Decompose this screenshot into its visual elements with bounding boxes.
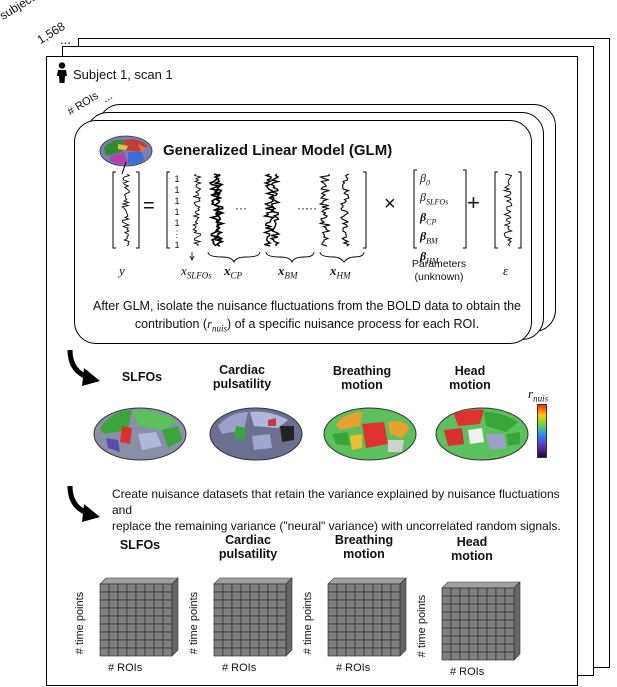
label-y: y xyxy=(119,263,125,278)
equals-sign: = xyxy=(143,195,155,217)
regressor-braces xyxy=(189,251,365,264)
regressor-trace xyxy=(339,173,351,247)
brain-label-slfos: SLFOs xyxy=(121,370,163,384)
times-sign: × xyxy=(384,193,396,215)
axis-rois-3: # ROIs xyxy=(336,662,371,674)
axis-rois-4: # ROIs xyxy=(450,666,485,678)
params-list: β0 βSLFOs βCP βBM βHM xyxy=(420,171,449,265)
cube-grid-breathing xyxy=(327,577,407,657)
nuisance-description: Create nuisance datasets that retain the… xyxy=(112,487,561,533)
label-x-hm: xHM xyxy=(330,263,351,281)
axis-time-1: # time points xyxy=(74,591,87,655)
ellipsis-glyph: ··· xyxy=(235,201,247,215)
brain-map-breathing xyxy=(323,407,417,461)
brain-pointer-line xyxy=(121,161,127,175)
cube-grid-cardiac xyxy=(213,577,293,657)
regressor-trace xyxy=(192,173,203,247)
label-x-bm: xBM xyxy=(278,263,298,281)
subjects-stack-label: # subjects x scans xyxy=(0,0,79,28)
brain-map-head xyxy=(435,407,529,461)
label-x-cp: xCP xyxy=(224,263,243,281)
label-epsilon: ε xyxy=(503,263,509,278)
curved-arrow-1 xyxy=(67,349,100,386)
grid-label-slfos: SLFOs xyxy=(119,538,161,552)
glm-title: Generalized Linear Model (GLM) xyxy=(163,142,393,159)
regressor-trace xyxy=(269,173,281,247)
axis-time-3: # time points xyxy=(302,591,315,655)
person-icon xyxy=(57,62,67,83)
regressor-signals: ········· xyxy=(192,173,351,247)
glm-description: After GLM, isolate the nuisance fluctuat… xyxy=(92,299,521,334)
subject-title: Subject 1, scan 1 xyxy=(73,67,173,82)
params-bracket xyxy=(413,169,467,249)
glm-box xyxy=(74,120,532,344)
params-label: Parameters(unknown) xyxy=(411,258,467,283)
brain-map-cardiac xyxy=(209,407,303,461)
regressor-trace xyxy=(318,173,331,247)
epsilon-vector xyxy=(494,171,522,249)
plus-sign: + xyxy=(467,190,480,215)
ellipsis-glyph: ··· xyxy=(297,201,309,215)
stack-dots: ... xyxy=(60,32,71,47)
ellipsis-glyph: ··· xyxy=(305,201,317,215)
cube-grid-head xyxy=(441,581,521,661)
axis-time-4: # time points xyxy=(416,594,429,658)
regressor-trace xyxy=(213,173,226,247)
curved-arrow-2 xyxy=(67,485,100,522)
brain-map-slfos xyxy=(93,407,187,461)
y-vector xyxy=(112,171,140,249)
axis-rois-1: # ROIs xyxy=(108,662,143,674)
design-matrix-bracket xyxy=(166,171,367,249)
axis-time-2: # time points xyxy=(188,591,201,655)
cube-grid-slfos xyxy=(99,577,179,657)
colorbar-label: rnuis xyxy=(528,386,549,404)
colorbar xyxy=(537,404,547,458)
label-x-slfos: xSLFOs xyxy=(181,263,212,281)
brain-icon-small xyxy=(99,135,153,167)
axis-rois-2: # ROIs xyxy=(222,662,257,674)
